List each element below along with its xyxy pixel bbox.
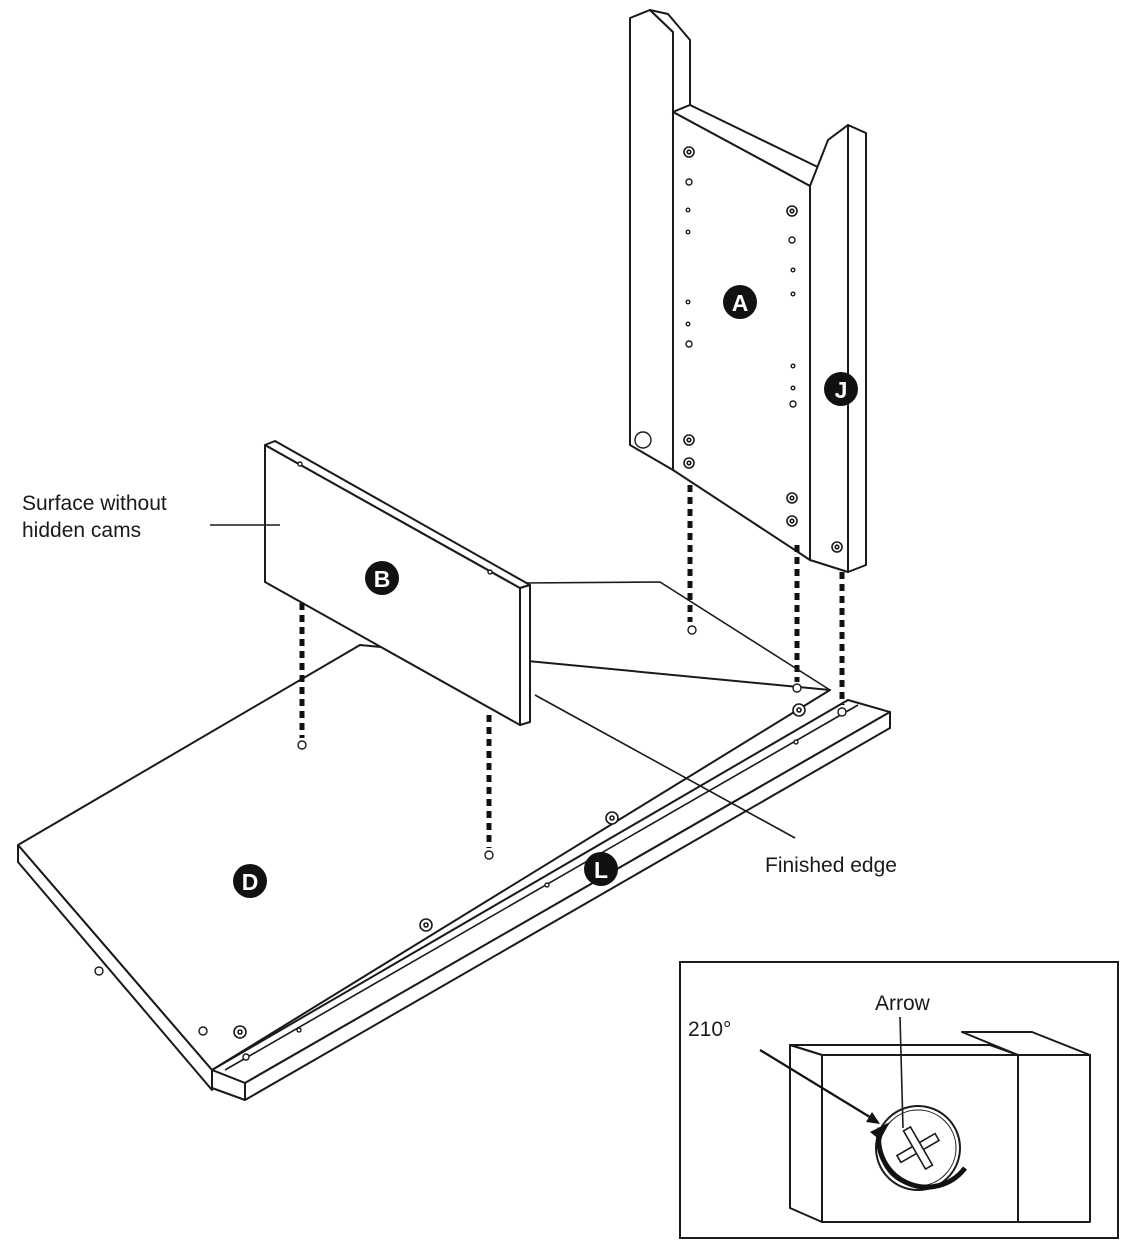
- svg-text:A: A: [732, 290, 749, 316]
- rotation-arrowhead: [870, 1122, 890, 1140]
- angle-label: 210°: [688, 1018, 731, 1041]
- cam-cross-slot: [895, 1125, 941, 1171]
- finished-edge-leader-line: [534, 694, 796, 839]
- panel-l: [211, 699, 891, 1101]
- panel-d-back-edge: [519, 581, 831, 691]
- svg-text:J: J: [835, 377, 848, 403]
- panel-d-fittings: [94, 625, 847, 1061]
- badge-l: L: [584, 852, 618, 886]
- rotation-arc: [876, 1127, 967, 1190]
- svg-text:L: L: [594, 857, 608, 883]
- panel-a-fittings: [683, 146, 843, 553]
- arrow-leader-line: [899, 1016, 904, 1129]
- badge-a: A: [723, 285, 757, 319]
- badge-d: D: [233, 864, 267, 898]
- panel-a: [629, 9, 867, 573]
- angle-leader-line: [759, 1049, 879, 1123]
- svg-text:B: B: [374, 566, 391, 592]
- badge-j: J: [824, 372, 858, 406]
- badge-b: B: [365, 561, 399, 595]
- surface-label-line2: hidden cams: [22, 519, 141, 542]
- svg-text:D: D: [242, 869, 259, 895]
- cam-lock-inset: Arrow 210°: [679, 961, 1119, 1239]
- arrow-label: Arrow: [875, 992, 931, 1015]
- dowel-guides: [299, 485, 845, 848]
- surface-label-line1: Surface without: [22, 492, 167, 515]
- finished-edge-label: Finished edge: [765, 854, 897, 877]
